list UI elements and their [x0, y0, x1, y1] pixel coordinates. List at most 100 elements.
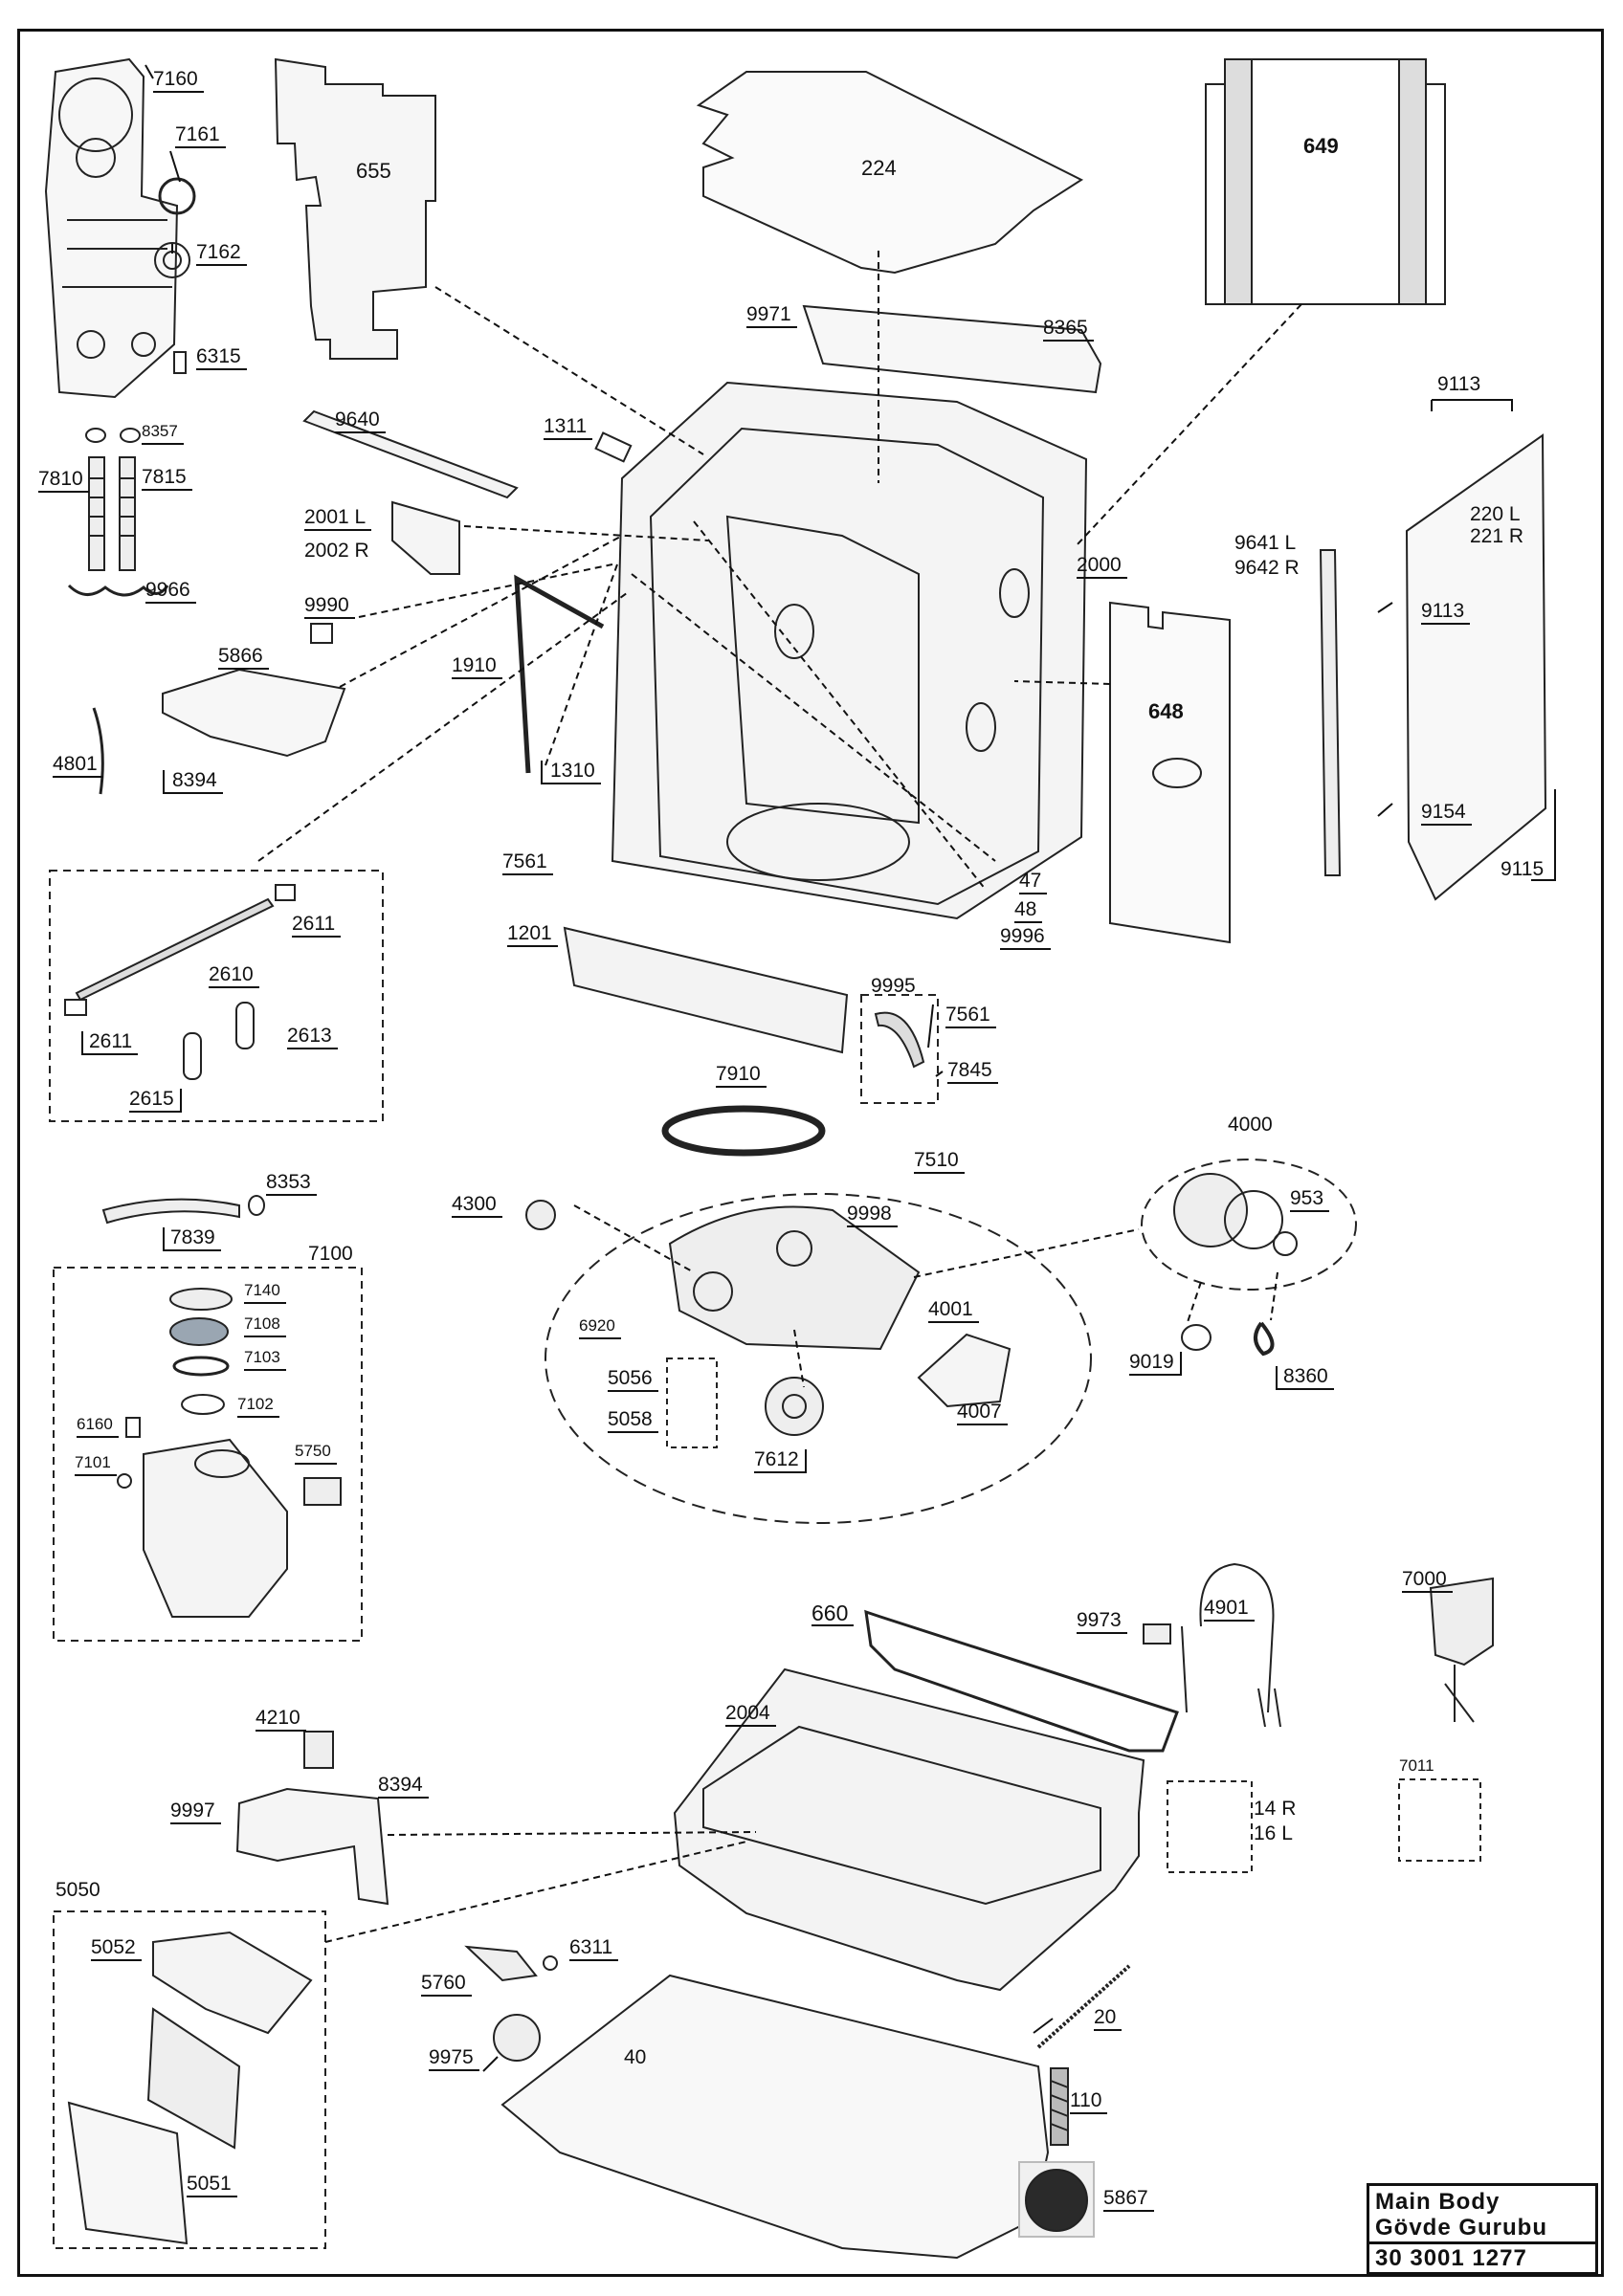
part-220-221-side-panel	[1405, 433, 1547, 901]
part-5051-board-holder	[67, 2101, 189, 2245]
label-47: 47	[1019, 871, 1048, 894]
label-9966: 9966	[145, 580, 196, 604]
label-9997: 9997	[170, 1800, 221, 1824]
label-9640: 9640	[335, 409, 386, 433]
label-224: 224	[861, 156, 897, 180]
title-line-govde-gurubu: Gövde Gurubu	[1375, 2215, 1547, 2241]
label-9115: 9115	[1501, 858, 1545, 880]
label-2002-r: 2002 R	[304, 540, 369, 562]
label-4007: 4007	[957, 1402, 1008, 1425]
label-5760: 5760	[421, 1973, 472, 1997]
part-5750-valve	[303, 1477, 342, 1506]
label-9975: 9975	[429, 2047, 479, 2071]
label-6311: 6311	[569, 1937, 619, 1961]
part-8360-clamp	[1254, 1321, 1275, 1357]
label-8394-top: 8394	[163, 770, 223, 794]
label-9998: 9998	[847, 1203, 898, 1227]
label-2613: 2613	[287, 1026, 338, 1049]
label-9995: 9995	[871, 975, 916, 997]
label-2610: 2610	[209, 964, 259, 988]
label-4300: 4300	[452, 1194, 502, 1218]
label-7100: 7100	[308, 1243, 353, 1265]
label-1311: 1311	[544, 416, 593, 440]
part-1201-front-rail	[563, 926, 849, 1054]
label-8360: 8360	[1276, 1366, 1334, 1390]
label-220-l: 220 L	[1470, 503, 1521, 525]
label-5867: 5867	[1103, 2188, 1154, 2212]
part-655-side-insulation	[274, 57, 436, 360]
part-9019-gasket	[1181, 1324, 1212, 1351]
title-divider	[1369, 2241, 1595, 2244]
drawing-frame	[17, 29, 1604, 2277]
label-9641-l: 9641 L	[1234, 532, 1297, 554]
label-9154: 9154	[1421, 802, 1472, 826]
label-6315: 6315	[196, 346, 247, 370]
part-7000-flow-meter	[1429, 1577, 1494, 1723]
part-20-rod	[1036, 1964, 1131, 2049]
part-2615-slotted-part-2	[235, 1002, 255, 1049]
box-2610-group	[49, 870, 384, 1122]
label-7102: 7102	[237, 1394, 279, 1418]
part-5867-disc	[1018, 2161, 1095, 2238]
label-7161: 7161	[175, 124, 226, 148]
part-7108-membrane	[169, 1317, 229, 1346]
label-2001-l: 2001 L	[304, 507, 372, 531]
part-5760-lock	[464, 1945, 538, 1982]
label-5051: 5051	[187, 2174, 237, 2197]
part-4901-power-cord	[1181, 1562, 1281, 1728]
label-2004: 2004	[725, 1703, 776, 1727]
part-6315-clip	[173, 351, 187, 374]
part-7810-7815-hoses	[88, 456, 136, 571]
label-2615: 2615	[129, 1089, 182, 1113]
part-6160-switch	[125, 1417, 141, 1438]
label-7162: 7162	[196, 242, 247, 266]
label-8353: 8353	[266, 1172, 317, 1196]
label-9996: 9996	[1000, 926, 1051, 950]
part-1311-clip	[594, 431, 633, 463]
label-7561-right: 7561	[945, 1004, 996, 1028]
title-block: Main Body Gövde Gurubu 30 3001 1277	[1367, 2183, 1598, 2275]
part-9990-clip	[310, 623, 333, 644]
label-1310: 1310	[541, 761, 601, 784]
label-8357: 8357	[142, 421, 184, 445]
part-8357-hose-clamps	[85, 428, 141, 443]
label-5052: 5052	[91, 1937, 142, 1961]
part-2615-slotted-part	[183, 1032, 202, 1080]
label-9973: 9973	[1077, 1610, 1127, 1634]
part-649-insulation-pad	[1205, 58, 1446, 305]
label-1201: 1201	[507, 923, 558, 947]
part-9966-connector	[67, 584, 169, 597]
label-5050: 5050	[56, 1879, 100, 1901]
label-7815: 7815	[142, 467, 192, 491]
label-4001: 4001	[928, 1299, 979, 1323]
label-7103: 7103	[244, 1347, 286, 1371]
label-110: 110	[1070, 2090, 1108, 2114]
label-7561-top: 7561	[502, 851, 553, 875]
box-14-16-foot	[1167, 1780, 1253, 1873]
part-9975-filter-disc	[493, 2014, 541, 2062]
part-2611-clip-top	[275, 884, 296, 901]
part-4000-motor	[1173, 1173, 1283, 1249]
label-7612: 7612	[754, 1449, 807, 1473]
label-14-r: 14 R	[1254, 1798, 1297, 1820]
box-7100-softener-group	[53, 1267, 363, 1642]
title-line-part-number: 30 3001 1277	[1375, 2245, 1527, 2271]
label-7810: 7810	[38, 469, 89, 493]
label-4210: 4210	[256, 1708, 306, 1732]
part-648-rear-insulation	[1109, 601, 1231, 944]
part-7910-ring-gasket	[661, 1105, 826, 1157]
part-2611-clip-bottom	[64, 999, 87, 1016]
label-7000: 7000	[1402, 1569, 1453, 1593]
label-7910: 7910	[716, 1064, 767, 1088]
label-7101: 7101	[75, 1452, 117, 1476]
label-20: 20	[1094, 2007, 1123, 2031]
part-5866-cover	[162, 668, 346, 758]
box-9995-group	[860, 994, 939, 1104]
part-953-seal	[1273, 1231, 1298, 1256]
label-649: 649	[1303, 134, 1339, 158]
group-4000-circulation-pump	[1141, 1159, 1357, 1291]
box-5050-control-group	[53, 1910, 326, 2249]
label-655: 655	[356, 159, 391, 183]
group-7510-wash-system	[545, 1193, 1092, 1524]
